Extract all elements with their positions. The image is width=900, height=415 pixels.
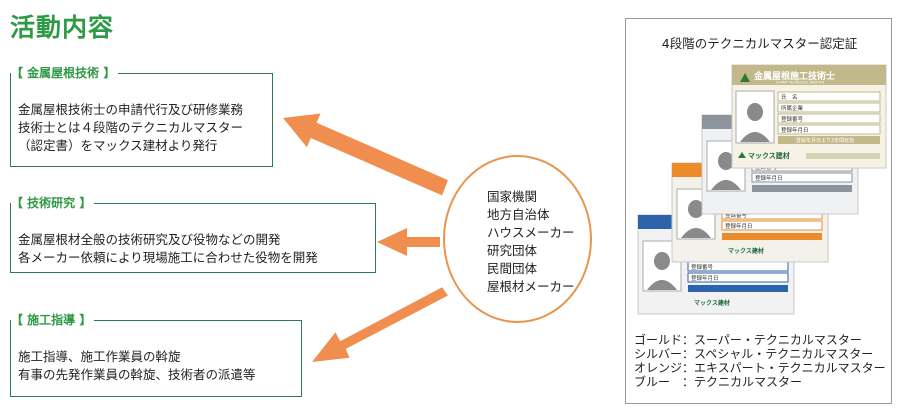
card-subheader-text: SUPER TECHNICAL MASTER	[776, 81, 825, 85]
certificate-card-gold: 金属屋根施工技術士 SUPER TECHNICAL MASTER 氏 名 所属企…	[731, 64, 887, 169]
organization-item: 地方自治体	[487, 207, 550, 222]
legend-item: オレンジ：エキスパート・テクニカルマスター	[634, 361, 886, 375]
card-brand: マックス建材	[694, 299, 730, 307]
certificate-card-stack: 登録番号 登録年月日 マックス建材 登録番号 登録年月日 マックス建材	[637, 64, 887, 315]
organization-list: 国家機関 地方自治体 ハウスメーカー 研究団体 民間団体 屋根材メーカー	[487, 188, 575, 296]
card-validity-text: 登録年月日より3年間有効	[796, 137, 854, 144]
certificate-legend: ゴールド：スーパー・テクニカルマスター シルバー：スペシャル・テクニカルマスター…	[634, 333, 886, 389]
organization-item: ハウスメーカー	[487, 225, 575, 240]
brand-logo-icon	[740, 73, 750, 82]
organization-item: 民間団体	[487, 261, 538, 276]
legend-item: シルバー：スペシャル・テクニカルマスター	[634, 347, 874, 361]
card-field-text: 氏 名	[781, 93, 798, 101]
card-field-text: 登録年月日	[691, 274, 719, 282]
activity-line: （認定書）をマックス建材より発行	[18, 138, 218, 153]
activity-box-metal-roof: 【 金属屋根技術 】 金属屋根技術士の申請代行及び研修業務 技術士とは４段階のテ…	[10, 65, 273, 167]
card-field-text: 登録番号	[781, 115, 804, 123]
activity-line: 金属屋根技術士の申請代行及び研修業務	[18, 102, 244, 117]
organization-item: 屋根材メーカー	[487, 279, 575, 294]
arrow-to-guidance	[312, 287, 448, 362]
organization-item: 研究団体	[487, 243, 538, 258]
certificate-panel: 4段階のテクニカルマスター認定証 登録番号 登録年月日 マックス建材 登録番号 …	[625, 18, 892, 404]
card-field-text: 登録年月日	[725, 222, 753, 230]
activity-line: 有事の先発作業員の斡旋、技術者の派遣等	[18, 367, 256, 382]
card-brand: マックス建材	[748, 151, 790, 160]
card-brand: マックス建材	[728, 247, 764, 255]
arrow-to-research	[377, 228, 440, 256]
brand-logo-icon	[738, 152, 746, 158]
activity-label: 【 金属屋根技術 】	[11, 65, 119, 81]
activity-line: 各メーカー依頼により現場施工に合わせた役物を開発	[18, 250, 318, 265]
activity-box-research: 【 技術研究 】 金属屋根材全般の技術研究及び役物などの開発 各メーカー依頼によ…	[10, 195, 376, 273]
activity-line: 技術士とは４段階のテクニカルマスター	[18, 120, 244, 135]
legend-item: ブルー ：テクニカルマスター	[634, 375, 803, 389]
activity-label: 【 技術研究 】	[11, 195, 95, 211]
activity-label: 【 施工指導 】	[11, 312, 95, 328]
activity-line: 金属屋根材全般の技術研究及び役物などの開発	[18, 232, 281, 247]
card-field-text: 登録番号	[691, 263, 714, 271]
card-field-text: 登録番号	[725, 211, 748, 219]
card-field-text: 登録年月日	[781, 126, 809, 134]
organization-item: 国家機関	[487, 189, 538, 204]
card-field-text: 登録年月日	[755, 174, 783, 182]
card-header-text: 金属屋根施工技術士	[753, 70, 835, 82]
page-title: 活動内容	[10, 13, 115, 42]
activity-box-guidance: 【 施工指導 】 施工指導、施工作業員の斡旋 有事の先発作業員の斡旋、技術者の派…	[10, 312, 302, 397]
arrow-to-metal-roof	[283, 113, 448, 196]
activity-line: 施工指導、施工作業員の斡旋	[18, 349, 181, 364]
legend-item: ゴールド：スーパー・テクニカルマスター	[634, 333, 862, 347]
certificate-title: 4段階のテクニカルマスター認定証	[661, 36, 858, 51]
organization-circle	[443, 155, 592, 323]
card-field-text: 所属企業	[781, 104, 804, 112]
